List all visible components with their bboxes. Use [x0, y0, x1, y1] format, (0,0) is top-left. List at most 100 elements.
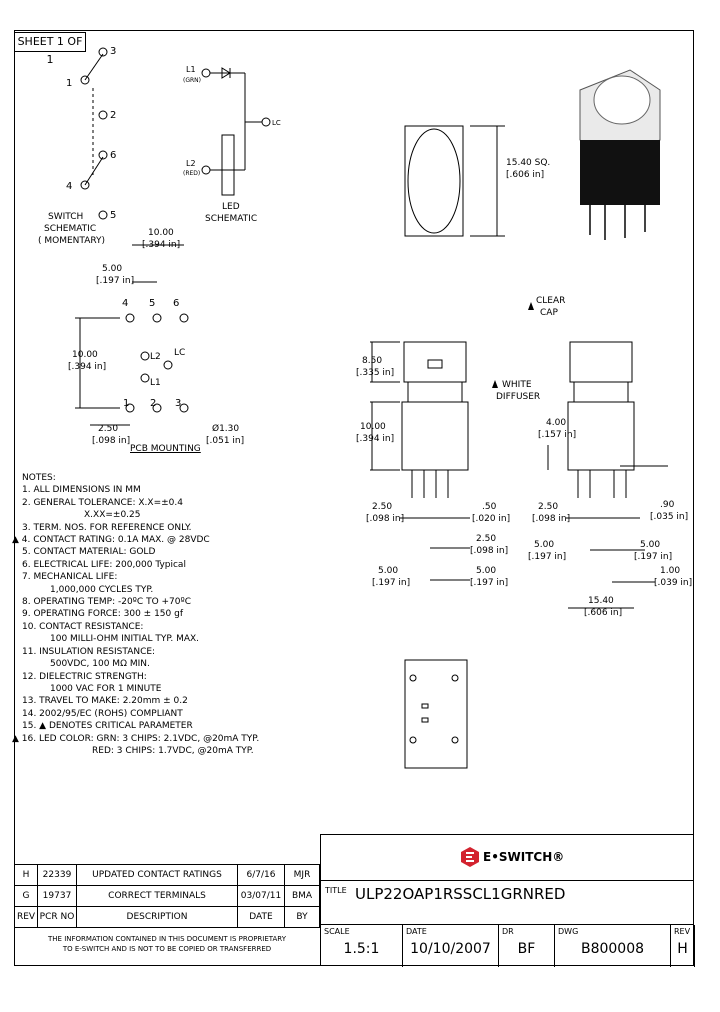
part-title: ULP22OAP1RSSCL1GRNRED: [355, 885, 566, 903]
logo-box: E•SWITCH®: [320, 834, 694, 880]
switch-pin-3: 3: [110, 46, 117, 57]
front-c-dim-in: [.098 in]: [470, 546, 509, 556]
front-body-dim-in: [.394 in]: [356, 434, 395, 444]
pcb-hole-dim-in: [.051 in]: [206, 436, 245, 446]
table-cell: BY: [284, 906, 320, 928]
rev-label: REV: [674, 927, 691, 936]
front-e-dim: 5.00: [476, 566, 497, 576]
drawing-sheet: [14, 30, 694, 966]
drawn-by-value: BF: [517, 941, 536, 957]
table-cell: G: [14, 885, 38, 907]
pcb-dim-1: 10.00: [148, 228, 174, 238]
note: 100 MILLI-OHM INITIAL TYP. MAX.: [50, 634, 200, 645]
top-view-dim-in: [.606 in]: [506, 170, 545, 180]
note-critical: ▲ 4. CONTACT RATING: 0.1A MAX. @ 28VDC: [12, 535, 210, 546]
side-c-dim: 5.00: [534, 540, 555, 550]
pcb-dim-3: 10.00: [72, 350, 98, 360]
led-l2-color: (RED): [183, 170, 201, 177]
note: X.XX=±0.25: [84, 510, 141, 521]
table-cell: 22339: [37, 864, 77, 886]
table-cell: DATE: [237, 906, 285, 928]
pcb-hole-dim: Ø1.30: [212, 424, 240, 434]
note: 16. LED COLOR: GRN: 3 CHIPS: 2.1VDC, @20…: [21, 733, 260, 744]
note: 6. ELECTRICAL LIFE: 200,000 Typical: [22, 559, 186, 570]
switch-pin-4: 4: [66, 181, 73, 192]
front-cap-dim-in: [.335 in]: [356, 368, 395, 378]
switch-schematic-label-1: SWITCH: [48, 212, 84, 222]
note: 14. 2002/95/EC (ROHS) COMPLIANT: [22, 708, 183, 719]
switch-pin-1: 1: [66, 78, 73, 89]
led-schematic-label-2: SCHEMATIC: [205, 214, 258, 224]
white-diffuser-label-1: WHITE: [502, 380, 532, 390]
note: 9. OPERATING FORCE: 300 ± 150 gf: [22, 609, 184, 620]
table-cell: UPDATED CONTACT RATINGS: [76, 864, 238, 886]
switch-pin-2: 2: [110, 110, 117, 121]
note: 5. CONTACT MATERIAL: GOLD: [22, 547, 156, 558]
drawn-by-label: DR: [502, 927, 514, 936]
scale-value: 1.5:1: [343, 941, 380, 957]
date-value: 10/10/2007: [410, 941, 491, 957]
note: 11. INSULATION RESISTANCE:: [22, 646, 156, 657]
table-cell: REV: [14, 906, 38, 928]
table-cell: 19737: [37, 885, 77, 907]
white-diffuser-label-2: DIFFUSER: [496, 392, 541, 402]
pcb-pin-4: 4: [122, 298, 129, 309]
side-b-dim-in: [.035 in]: [650, 512, 689, 522]
pcb-pin-2: 2: [150, 398, 157, 409]
sheet-label: SHEET 1 OF 1: [14, 32, 86, 66]
pcb-dim-2: 5.00: [102, 264, 123, 274]
front-c-dim: 2.50: [476, 534, 497, 544]
pcb-dim-4-in: [.098 in]: [92, 436, 131, 446]
table-cell: MJR: [284, 864, 320, 886]
table-row: H 22339 UPDATED CONTACT RATINGS 6/7/16 M…: [14, 864, 320, 886]
side-w-dim: 15.40: [588, 596, 614, 606]
side-w-dim-in: [.606 in]: [584, 608, 623, 618]
pcb-dim-1-in: [.394 in]: [142, 240, 181, 250]
dwg-cell: DWG B800008: [555, 925, 671, 967]
pcb-pin-3: 3: [175, 398, 182, 409]
front-e-dim-in: [.197 in]: [470, 578, 509, 588]
pcb-dim-4: 2.50: [98, 424, 119, 434]
side-d-dim-in: [.197 in]: [634, 552, 673, 562]
front-a-dim-in: [.098 in]: [366, 514, 405, 524]
top-view-dim: 15.40 SQ.: [506, 158, 551, 168]
note: 12. DIELECTRIC STRENGTH:: [22, 671, 147, 682]
revision-table: H 22339 UPDATED CONTACT RATINGS 6/7/16 M…: [14, 864, 320, 928]
side-a-dim-in: [.098 in]: [532, 514, 571, 524]
product-render: [579, 69, 661, 240]
table-cell: 6/7/16: [237, 864, 285, 886]
proprietary-notice: THE INFORMATION CONTAINED IN THIS DOCUME…: [14, 930, 320, 966]
table-cell: H: [14, 864, 38, 886]
note: 13. TRAVEL TO MAKE: 2.20mm ± 0.2: [22, 696, 188, 707]
pcb-pin-1: 1: [123, 398, 130, 409]
led-l1-color: (GRN): [183, 77, 201, 84]
note: 1000 VAC FOR 1 MINUTE: [50, 683, 162, 694]
table-cell: 03/07/11: [237, 885, 285, 907]
note: 10. CONTACT RESISTANCE:: [22, 621, 144, 632]
proprietary-line: THE INFORMATION CONTAINED IN THIS DOCUME…: [48, 935, 286, 943]
note: 7. MECHANICAL LIFE:: [22, 572, 118, 583]
dwg-label: DWG: [558, 927, 579, 936]
side-b-dim: .90: [660, 500, 675, 510]
side-e-dim: 1.00: [660, 566, 681, 576]
pcb-pin-6: 6: [173, 298, 180, 309]
company-name: E•SWITCH®: [483, 850, 565, 864]
front-b-dim: .50: [482, 502, 497, 512]
note: 1,000,000 CYCLES TYP.: [50, 584, 154, 595]
title-block-row: SCALE 1.5:1 DATE 10/10/2007 DR BF DWG B8…: [320, 924, 695, 967]
led-l2: L2: [186, 159, 196, 168]
title-box: TITLE ULP22OAP1RSSCL1GRNRED: [320, 880, 694, 924]
pcb-pin-5: 5: [149, 298, 156, 309]
pcb-pin-l1: L1: [150, 378, 161, 388]
switch-schematic-label-2: SCHEMATIC: [44, 224, 97, 234]
front-body-dim: 10.00: [360, 422, 386, 432]
note: 4. CONTACT RATING: 0.1A MAX. @ 28VDC: [21, 535, 210, 546]
table-header-row: REV PCR NO DESCRIPTION DATE BY: [14, 906, 320, 928]
led-schematic-label-1: LED: [222, 202, 240, 212]
note: NOTES:: [22, 473, 56, 483]
front-cap-dim: 8.50: [362, 356, 383, 366]
date-label: DATE: [406, 927, 427, 936]
note: 1. ALL DIMENSIONS IN MM: [22, 485, 141, 496]
note: 15. ▲ DENOTES CRITICAL PARAMETER: [22, 721, 193, 732]
